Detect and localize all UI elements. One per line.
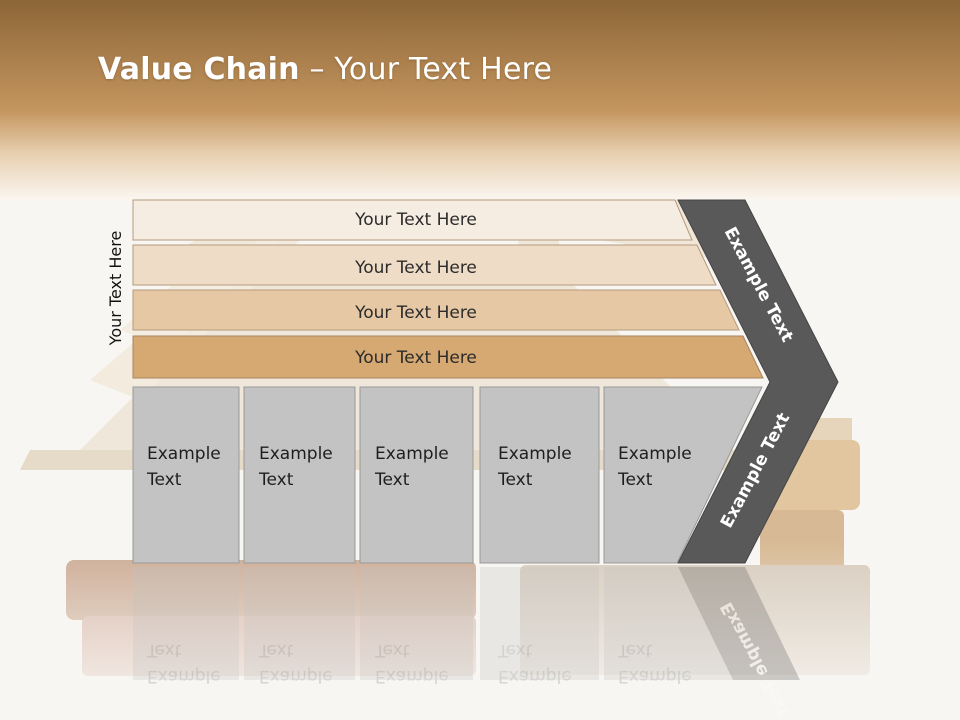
box-line-1: Example [259,444,333,464]
title-bold: Value Chain [98,52,300,87]
primary-box-2: Example Text [243,386,356,564]
support-row-1: Your Text Here [132,199,693,241]
support-row-2: Your Text Here [132,244,717,286]
reflection-text: Text [617,640,653,660]
reflection-text: Example [498,666,572,686]
row-label: Your Text Here [354,210,477,230]
box-line-2: Text [617,470,653,490]
row-label: Your Text Here [354,258,477,278]
reflection-text: Example [618,666,692,686]
primary-box-4: Example Text [479,386,600,564]
box-line-1: Example [375,444,449,464]
primary-box-5: Example Text [603,386,763,564]
box-line-2: Text [146,470,182,490]
title-rest: – Your Text Here [299,52,553,87]
reflection: Example Text Example Text Example Text E… [133,567,800,720]
reflection-text: Text [146,640,182,660]
reflection-text: Example [375,666,449,686]
primary-box-3: Example Text [359,386,474,564]
box-line-1: Example [618,444,692,464]
reflection-text: Text [497,640,533,660]
box-line-1: Example [147,444,221,464]
primary-box-1: Example Text [132,386,240,564]
support-row-3: Your Text Here [132,289,740,331]
reflection-text: Example [259,666,333,686]
box-line-1: Example [498,444,572,464]
box-line-2: Text [497,470,533,490]
reflection-text: Text [374,640,410,660]
reflection-text: Example [147,666,221,686]
page-title: Value Chain – Your Text Here [98,52,552,87]
row-label: Your Text Here [354,348,477,368]
box-line-2: Text [258,470,294,490]
side-label: Your Text Here [106,231,125,347]
reflection-text: Text [258,640,294,660]
support-row-4: Your Text Here [132,335,764,379]
row-label: Your Text Here [354,303,477,323]
box-line-2: Text [374,470,410,490]
